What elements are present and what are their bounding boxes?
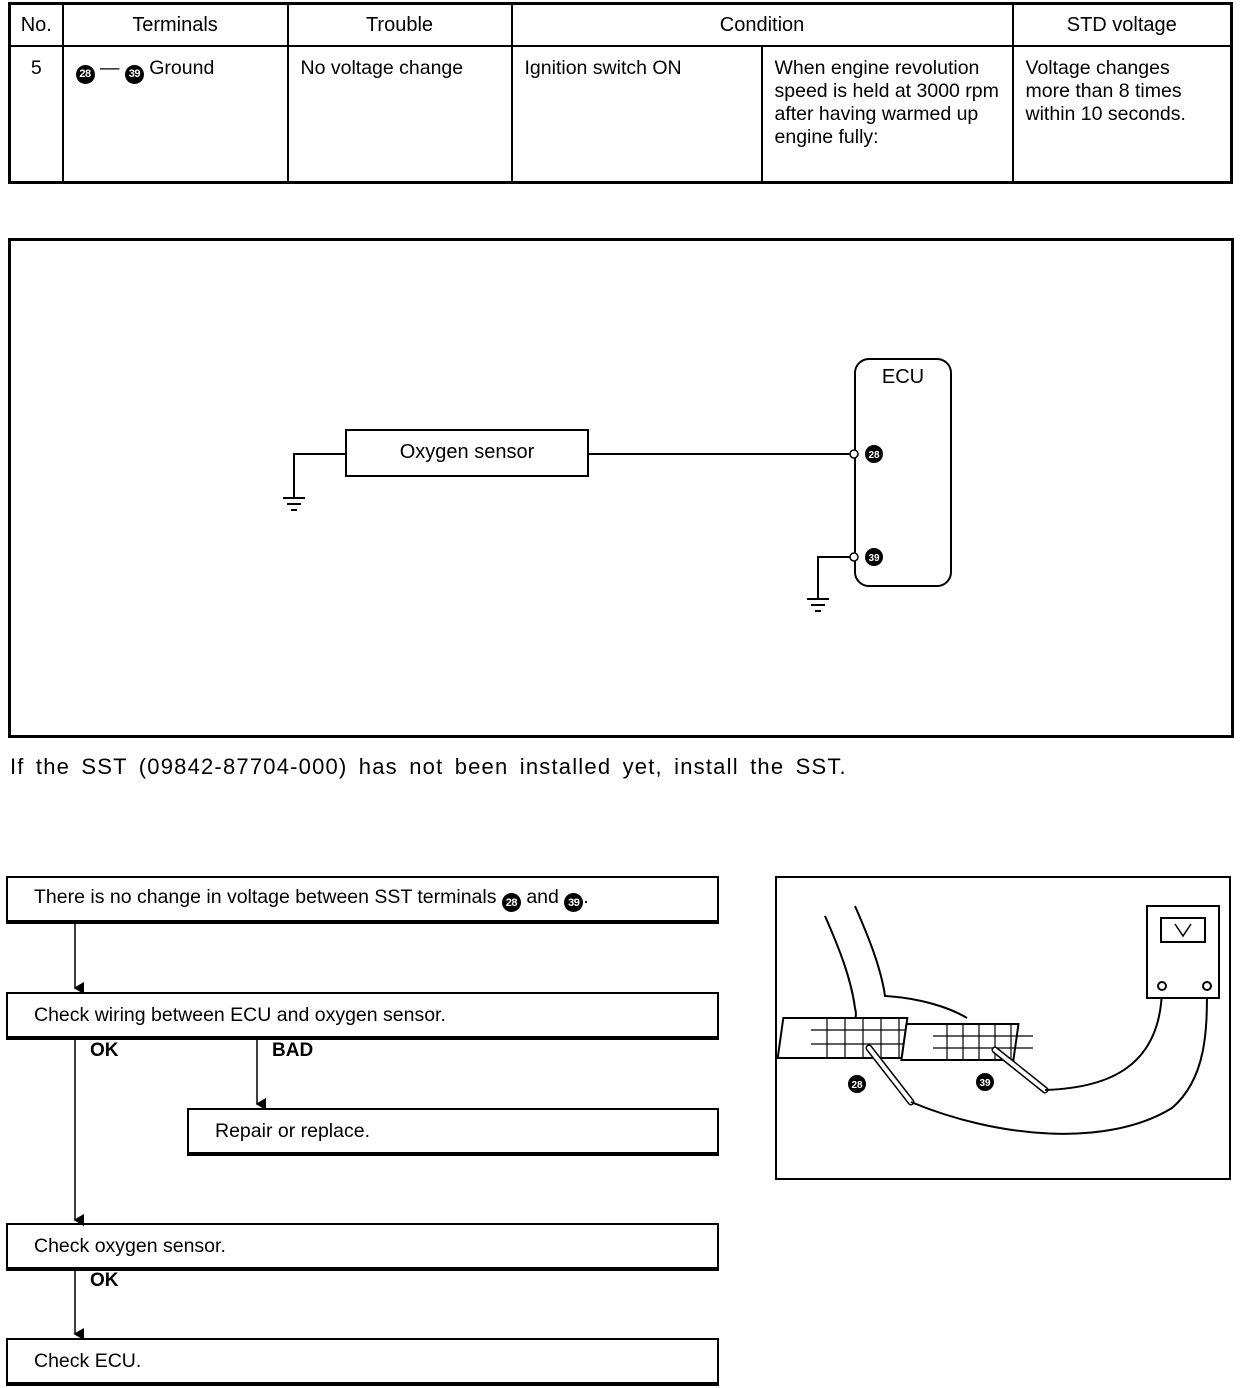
meter-lead bbox=[910, 987, 1208, 1135]
header-condition: Condition bbox=[510, 2, 1014, 47]
flow-step-text-part: and bbox=[520, 885, 565, 908]
ground-icon bbox=[283, 497, 305, 511]
terminal-ground-text: Ground bbox=[143, 57, 215, 79]
flow-bad-label: BAD bbox=[272, 1040, 314, 1061]
sst-install-note: If the SST (09842-87704-000) has not bee… bbox=[10, 754, 847, 779]
terminal-marker-label: 39 bbox=[979, 1078, 991, 1089]
ecu-ground-wire bbox=[817, 556, 850, 598]
header-no: No. bbox=[8, 2, 64, 47]
voltmeter-icon bbox=[1146, 905, 1220, 999]
flow-step-no-voltage-change: There is no change in voltage between SS… bbox=[6, 876, 719, 922]
wiring-diagram: Oxygen sensor ECU 28 39 bbox=[8, 238, 1234, 738]
flow-step-text: Repair or replace. bbox=[215, 1119, 370, 1142]
terminal-marker-label: 39 bbox=[868, 553, 880, 564]
flow-connectors bbox=[73, 922, 266, 1340]
specification-table: No. Terminals Trouble Condition STD volt… bbox=[8, 2, 1234, 184]
terminal-marker bbox=[865, 548, 883, 566]
measurement-illustration-canvas: 28 39 bbox=[776, 905, 1220, 1135]
cell-trouble: No voltage change bbox=[286, 45, 513, 184]
flow-step-text: Check oxygen sensor. bbox=[34, 1234, 226, 1257]
flow-step-check-sensor: Check oxygen sensor. bbox=[6, 1223, 719, 1269]
terminal-separator: — bbox=[94, 57, 125, 79]
cell-terminals: 28 — 39 Ground bbox=[61, 45, 289, 184]
terminal-pin bbox=[849, 552, 859, 562]
flow-step-repair: Repair or replace. bbox=[187, 1108, 719, 1154]
flow-step-check-ecu: Check ECU. bbox=[6, 1338, 719, 1384]
oxygen-sensor-label: Oxygen sensor bbox=[400, 441, 535, 463]
flow-ok-label: OK bbox=[90, 1270, 119, 1291]
terminal-marker-label: 28 bbox=[868, 450, 880, 461]
terminal-marker bbox=[865, 445, 883, 463]
meter-lead bbox=[1044, 985, 1163, 1091]
terminal-marker-label: 28 bbox=[851, 1080, 863, 1091]
flow-step-check-wiring: Check wiring between ECU and oxygen sens… bbox=[6, 992, 719, 1038]
cell-condition-1: Ignition switch ON bbox=[510, 45, 763, 184]
flow-step-text-part: . bbox=[583, 885, 589, 908]
ground-icon bbox=[807, 598, 829, 612]
terminal-marker: 28 bbox=[75, 65, 95, 84]
terminal-marker: 39 bbox=[124, 65, 144, 84]
flow-step-text-part: There is no change in voltage between SS… bbox=[34, 885, 502, 908]
ecu-box bbox=[854, 358, 952, 587]
header-terminals: Terminals bbox=[61, 2, 289, 47]
flow-step-text: There is no change in voltage between SS… bbox=[34, 886, 589, 913]
flow-step-text: Check ECU. bbox=[34, 1349, 142, 1372]
sensor-ground-wire bbox=[293, 453, 346, 497]
connector-drawing bbox=[900, 1023, 1033, 1061]
cell-condition-2: When engine revolution speed is held at … bbox=[760, 45, 1014, 184]
flow-step-text: Check wiring between ECU and oxygen sens… bbox=[34, 1003, 446, 1026]
measurement-illustration: 28 39 bbox=[775, 876, 1231, 1180]
flow-ok-label: OK bbox=[90, 1040, 119, 1061]
header-std-voltage: STD voltage bbox=[1011, 2, 1233, 47]
connector-drawing bbox=[776, 1017, 921, 1059]
ecu-label: ECU bbox=[882, 366, 924, 388]
table-header-row: No. Terminals Trouble Condition STD volt… bbox=[8, 2, 1233, 47]
terminal-pin bbox=[849, 449, 859, 459]
terminal-marker bbox=[848, 1075, 866, 1093]
terminal-marker bbox=[976, 1073, 994, 1091]
header-trouble: Trouble bbox=[286, 2, 513, 47]
table-row: 5 28 — 39 Ground No voltage change Ignit… bbox=[8, 45, 1233, 184]
terminal-marker: 28 bbox=[501, 893, 521, 913]
cell-no: 5 bbox=[8, 45, 64, 184]
wiring-diagram-canvas: Oxygen sensor ECU 28 39 bbox=[283, 358, 952, 612]
terminal-marker: 39 bbox=[564, 893, 584, 913]
cell-std-voltage: Voltage changes more than 8 times within… bbox=[1011, 45, 1233, 184]
